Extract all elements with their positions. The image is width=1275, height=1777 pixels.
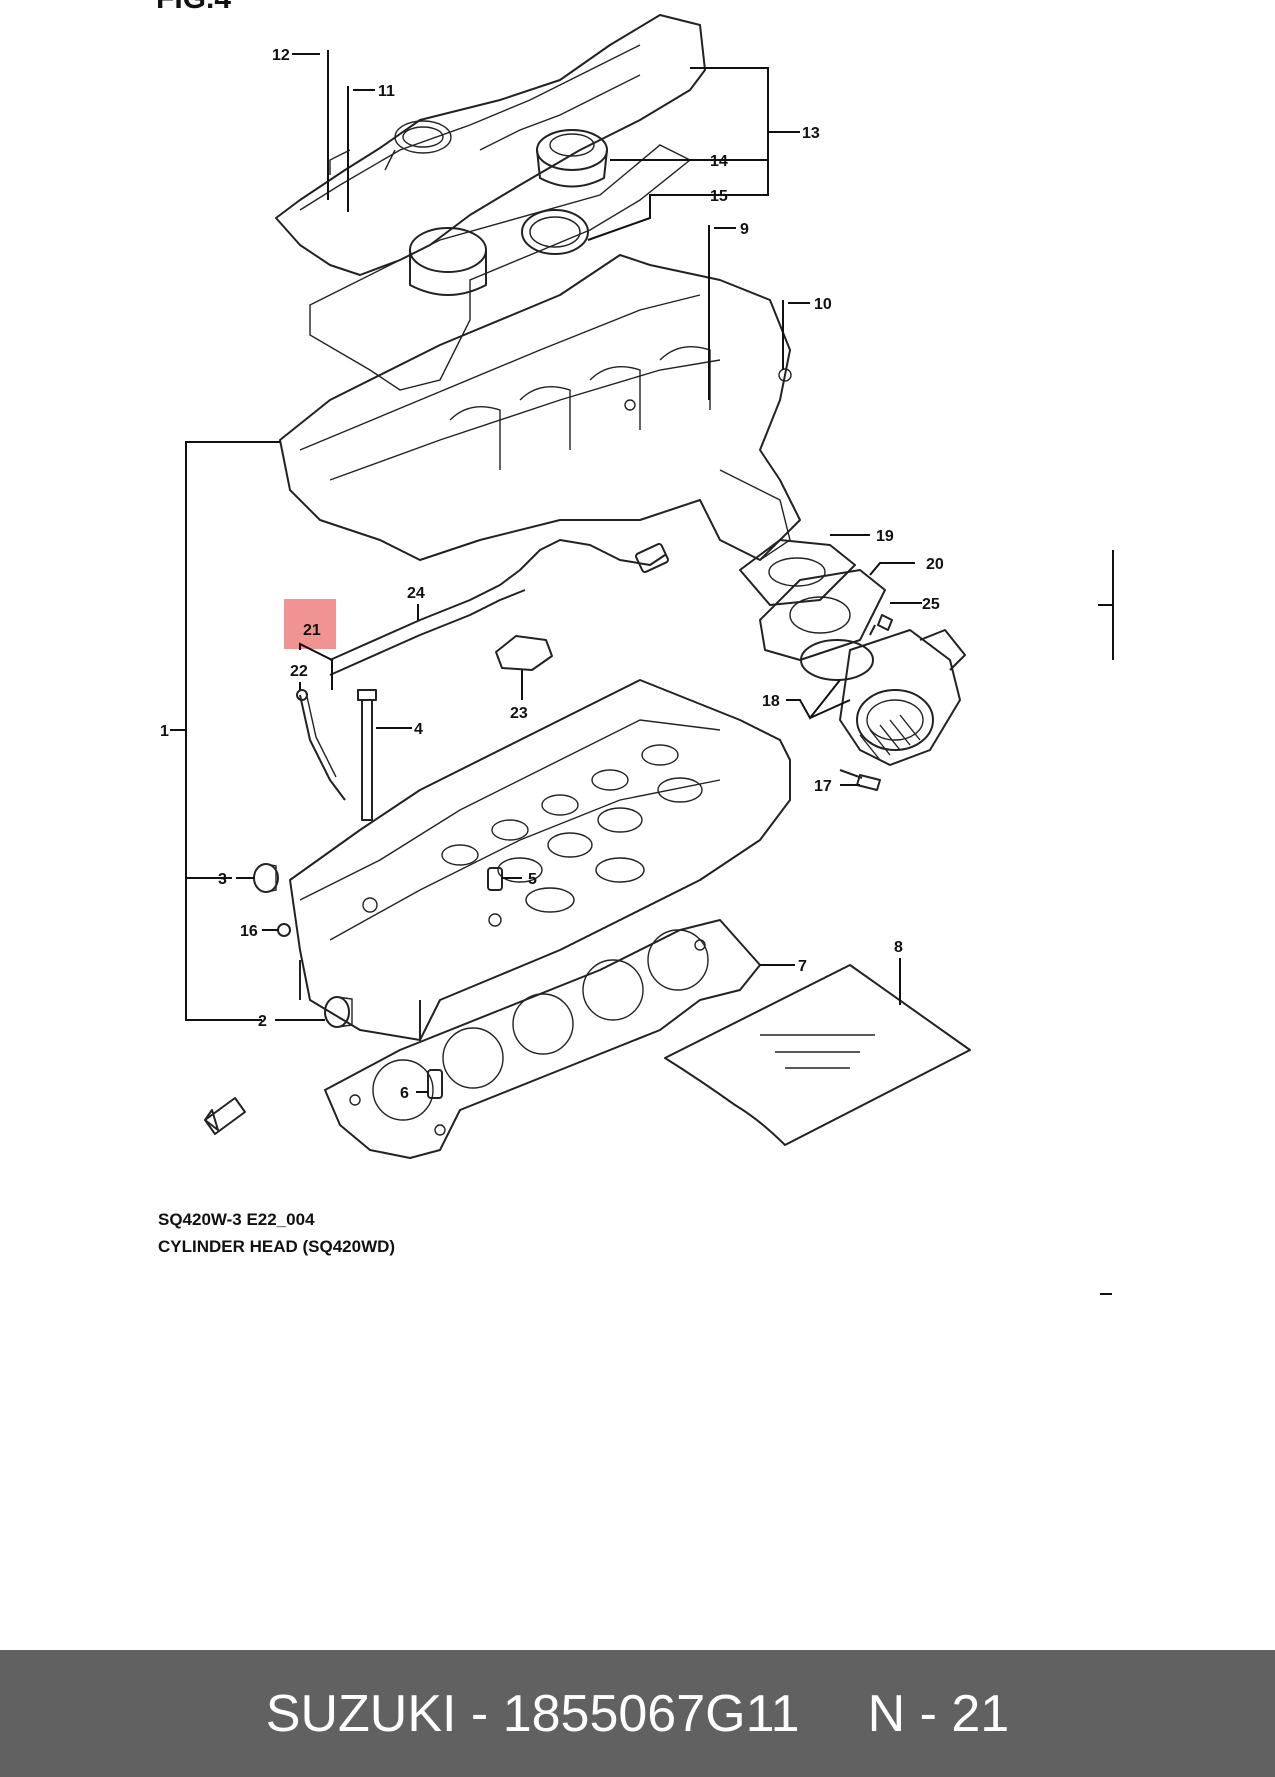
callout-4: 4	[414, 721, 423, 738]
oil-filler-cap	[521, 129, 608, 255]
callout-11: 11	[378, 83, 395, 100]
plug-2	[324, 996, 353, 1028]
fwd-arrow-icon: FWD	[204, 1097, 246, 1135]
callout-8: 8	[894, 939, 903, 956]
callout-10: 10	[814, 296, 832, 313]
plug-3	[253, 863, 279, 893]
callout-20: 20	[926, 556, 944, 573]
highlight-callout-21	[284, 599, 336, 649]
callout-22: 22	[290, 663, 308, 680]
head-gasket	[324, 919, 761, 1159]
callout-24: 24	[407, 585, 425, 602]
head-spacer	[427, 1069, 443, 1099]
adapter-bolt	[869, 614, 893, 636]
callout-5: 5	[528, 871, 537, 888]
throttle-body	[839, 629, 966, 766]
callout-15: 15	[710, 188, 728, 205]
leader-lines	[170, 50, 922, 1093]
sensor	[495, 635, 553, 671]
footer-part-number: 1855067G11	[502, 1684, 800, 1743]
callout-13: 13	[802, 125, 820, 142]
callout-2: 2	[258, 1013, 267, 1030]
callout-6: 6	[400, 1085, 409, 1102]
head-bolt	[357, 689, 377, 821]
footer-ref-prefix: N	[867, 1684, 906, 1743]
wiring-harness	[329, 539, 666, 676]
callout-9: 9	[740, 221, 749, 238]
figure-label: FIG.4	[156, 0, 231, 15]
callout-12: 12	[272, 47, 290, 64]
dowel-sleeve	[487, 867, 503, 891]
callout-7: 7	[798, 958, 807, 975]
fwd-label: FWD	[216, 1109, 239, 1129]
callout-labels: 1 2 3 4 5 6 7 8 9 10 11 12 13 14 15 16 1…	[160, 47, 944, 1102]
callout-14: 14	[710, 153, 728, 170]
head-cover-gasket	[309, 144, 692, 391]
oil-level-gauge-guide	[299, 694, 346, 801]
plug-16	[277, 923, 291, 937]
footer-separator: -	[470, 1684, 489, 1743]
footer-ref-number: 21	[951, 1684, 1010, 1743]
cylinder-head-cover	[275, 14, 706, 296]
throttle-adapter	[759, 569, 886, 661]
callout-1: 1	[160, 723, 169, 740]
throttle-o-ring	[800, 639, 874, 681]
diagram-code: SQ420W-3 E22_004	[158, 1210, 315, 1229]
diagram-title: CYLINDER HEAD (SQ420WD)	[158, 1237, 396, 1256]
callout-18: 18	[762, 693, 780, 710]
cylinder-head	[289, 679, 791, 1041]
throttle-gasket	[739, 539, 856, 606]
callout-23: 23	[510, 705, 528, 722]
callout-19: 19	[876, 528, 894, 545]
footer-brand: SUZUKI	[265, 1684, 457, 1743]
footer-ref-separator: -	[919, 1684, 937, 1743]
instruction-sheet	[664, 964, 971, 1146]
parts-diagram: FIG.4	[156, 0, 1114, 1295]
callout-16: 16	[240, 923, 258, 940]
oil-gauge-o-ring	[296, 689, 308, 701]
callout-3: 3	[218, 871, 227, 888]
callout-17: 17	[814, 778, 832, 795]
intake-manifold	[279, 254, 801, 561]
throttle-bolt	[839, 769, 881, 791]
footer-bar: SUZUKI - 1855067G11 N - 21	[0, 1650, 1275, 1777]
callout-21: 21	[303, 622, 321, 639]
callout-25: 25	[922, 596, 940, 613]
